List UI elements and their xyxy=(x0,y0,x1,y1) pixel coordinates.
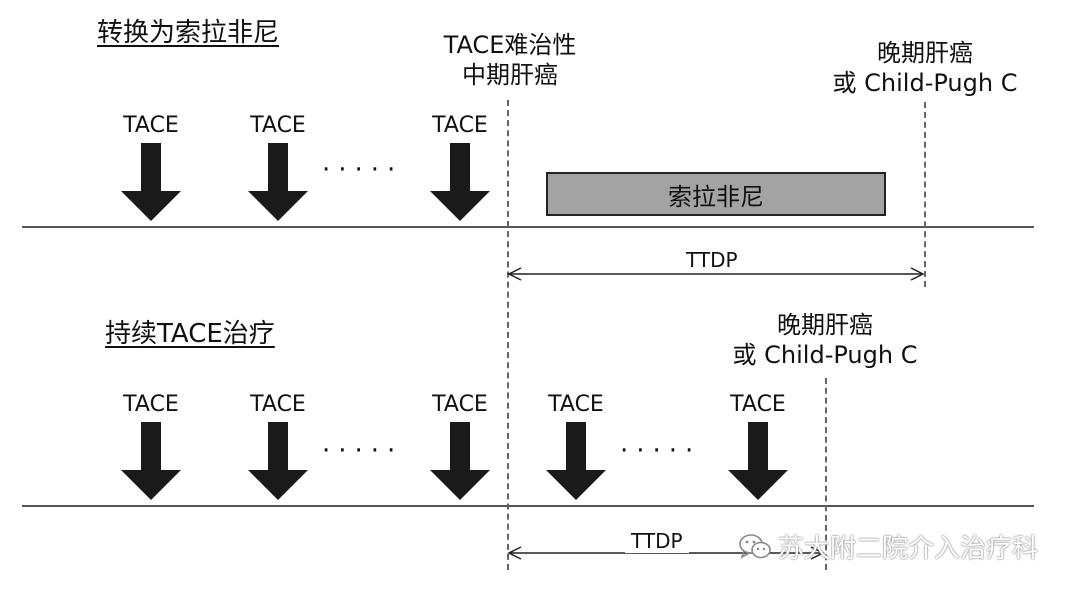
ttdp-span-2 xyxy=(507,546,825,560)
endpoint-label-2-line2: 或 Child-Pugh C xyxy=(732,341,918,369)
down-arrow-icon xyxy=(430,143,490,221)
endpoint-label-1-line2: 或 Child-Pugh C xyxy=(832,69,1018,97)
endpoint-label-2-line1: 晚期肝癌 xyxy=(777,311,873,339)
refractory-label-line2: 中期肝癌 xyxy=(462,61,558,89)
down-arrow-icon xyxy=(430,422,490,500)
scenario2-title: 持续TACE治疗 xyxy=(105,319,275,349)
sorafenib-bar: 索拉非尼 xyxy=(546,172,886,216)
down-arrow-icon xyxy=(546,422,606,500)
ttdp-label-2: TTDP xyxy=(625,529,689,553)
ellipsis: ····· xyxy=(322,155,404,185)
down-arrow-icon xyxy=(121,143,181,221)
endpoint-marker-2 xyxy=(825,378,827,570)
tace-label: TACE xyxy=(432,392,488,417)
tace-label: TACE xyxy=(250,392,306,417)
down-arrow-icon xyxy=(248,143,308,221)
scenario1-title: 转换为索拉非尼 xyxy=(97,18,280,48)
endpoint-label-1-line1: 晚期肝癌 xyxy=(877,39,973,67)
down-arrow-icon xyxy=(248,422,308,500)
watermark-text: 苏大附二院介入治疗科 xyxy=(778,534,1039,564)
endpoint-label-2: 晚期肝癌 或 Child-Pugh C xyxy=(720,310,930,370)
down-arrow-icon xyxy=(121,422,181,500)
ttdp-label-1: TTDP xyxy=(680,248,744,272)
tace-label: TACE xyxy=(123,113,179,138)
tace-label: TACE xyxy=(123,392,179,417)
tace-label: TACE xyxy=(250,113,306,138)
endpoint-marker-1 xyxy=(924,102,926,287)
timeline-1 xyxy=(22,226,1034,228)
refractory-label-line1: TACE难治性 xyxy=(443,31,577,59)
ellipsis: ····· xyxy=(620,436,702,466)
timeline-2 xyxy=(22,505,1034,507)
ttdp-span-1 xyxy=(507,267,925,281)
tace-label: TACE xyxy=(548,392,604,417)
down-arrow-icon xyxy=(728,422,788,500)
refractory-label: TACE难治性 中期肝癌 xyxy=(420,30,600,90)
refractory-marker xyxy=(507,100,509,570)
endpoint-label-1: 晚期肝癌 或 Child-Pugh C xyxy=(820,38,1030,98)
wechat-icon xyxy=(739,533,771,559)
ellipsis: ····· xyxy=(322,436,404,466)
tace-label: TACE xyxy=(432,113,488,138)
tace-label: TACE xyxy=(730,392,786,417)
watermark: 苏大附二院介入治疗科 xyxy=(738,528,1038,565)
